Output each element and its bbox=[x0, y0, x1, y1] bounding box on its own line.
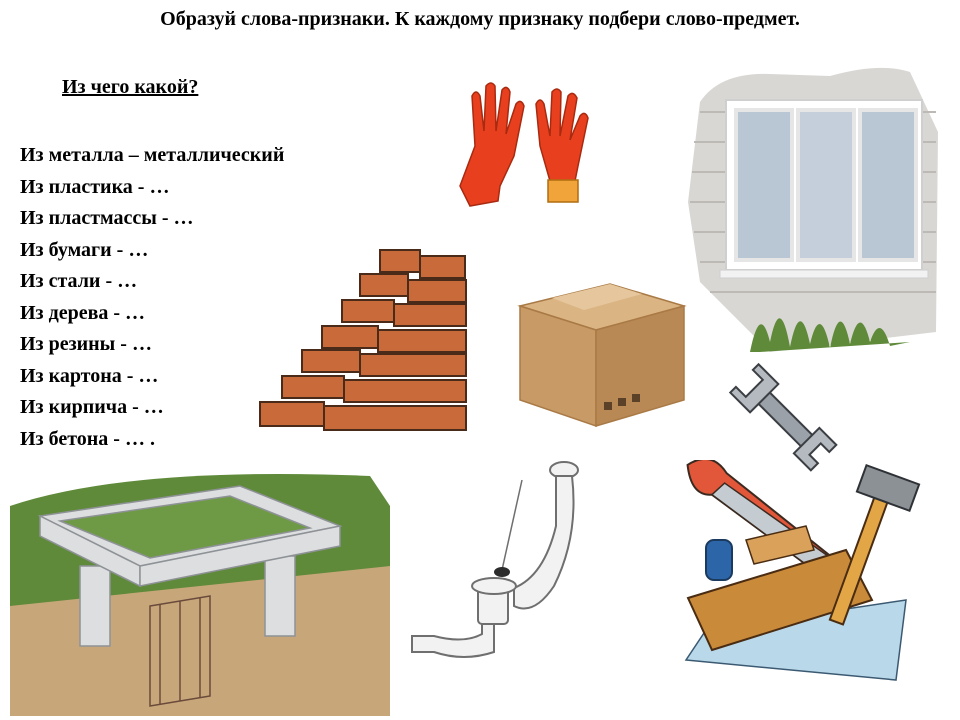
list-item: Из бумаги - … bbox=[20, 238, 149, 261]
word-list: Из металла – металлический Из пластика -… bbox=[20, 140, 284, 455]
tools-icon bbox=[646, 460, 938, 702]
list-item: Из кирпича - … bbox=[20, 396, 164, 418]
list-item: Из бетона - … . bbox=[20, 427, 155, 450]
pipe-icon bbox=[404, 456, 624, 670]
list-item: Из пластмассы - … bbox=[20, 207, 194, 229]
list-item: Из металла – металлический bbox=[20, 144, 285, 166]
window-icon bbox=[680, 52, 942, 352]
list-item: Из стали - … bbox=[20, 270, 138, 292]
list-item: Из дерева - … bbox=[20, 301, 146, 324]
wrench-icon bbox=[728, 362, 840, 474]
gloves-icon bbox=[440, 76, 620, 216]
brick-wall-icon bbox=[230, 230, 495, 455]
list-item: Из пластика - … bbox=[20, 175, 170, 198]
slide-subtitle: Из чего какой? bbox=[62, 76, 199, 98]
foundation-icon bbox=[10, 466, 390, 716]
box-icon bbox=[512, 276, 692, 430]
list-item: Из картона - … bbox=[20, 364, 159, 387]
slide-title: Образуй слова-признаки. К каждому призна… bbox=[160, 8, 800, 30]
list-item: Из резины - … bbox=[20, 333, 152, 355]
